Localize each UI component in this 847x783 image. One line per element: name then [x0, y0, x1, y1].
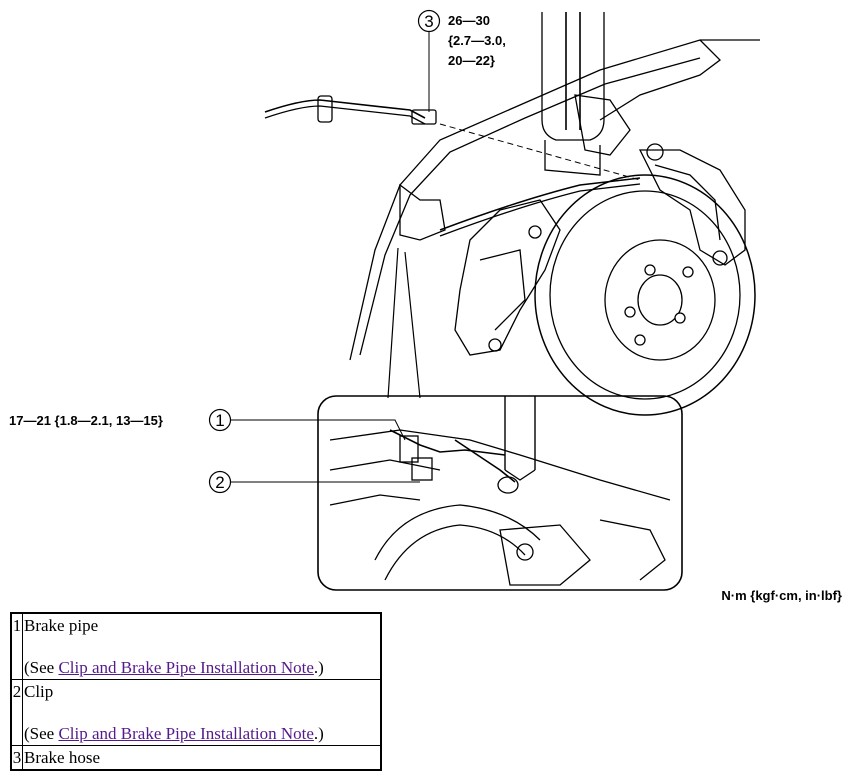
part-description: Brake pipe (See Clip and Brake Pipe Inst…: [22, 612, 382, 680]
part-name: Brake hose: [24, 748, 101, 767]
callout-2: 2: [208, 470, 232, 494]
table-row: 1 Brake pipe (See Clip and Brake Pipe In…: [10, 612, 382, 680]
callout-1-number: 1: [215, 411, 224, 430]
part-number: 1: [10, 612, 23, 680]
callout-1-torque: 17—21 {1.8—2.1, 13—15}: [9, 413, 163, 428]
part-number: 2: [10, 679, 23, 746]
table-row: 3 Brake hose: [10, 745, 382, 771]
brake-assembly-diagram: 3 26—30 {2.7—3.0, 20—22} 17—21 {1.8—2.1,…: [9, 9, 842, 603]
callout-3-torque-line-1: 26—30: [448, 13, 490, 28]
callout-3-torque-line-3: 20—22}: [448, 53, 495, 68]
callout-2-number: 2: [215, 473, 224, 492]
units-label: N·m {kgf·cm, in·lbf}: [721, 588, 842, 603]
parts-table: 1 Brake pipe (See Clip and Brake Pipe In…: [10, 612, 382, 771]
callout-3: 3 26—30 {2.7—3.0, 20—22}: [417, 9, 506, 68]
see-note: (See Clip and Brake Pipe Installation No…: [24, 724, 324, 743]
detail-inset: [231, 395, 683, 591]
suspension-illustration: [264, 12, 760, 416]
part-number: 3: [10, 745, 23, 771]
table-row: 2 Clip (See Clip and Brake Pipe Installa…: [10, 679, 382, 746]
installation-note-link[interactable]: Clip and Brake Pipe Installation Note: [58, 724, 314, 743]
installation-note-link[interactable]: Clip and Brake Pipe Installation Note: [58, 658, 314, 677]
see-note: (See Clip and Brake Pipe Installation No…: [24, 658, 324, 677]
part-description: Clip (See Clip and Brake Pipe Installati…: [22, 679, 382, 746]
part-name: Clip: [24, 682, 54, 701]
part-name: Brake pipe: [24, 616, 99, 635]
callout-3-torque-line-2: {2.7—3.0,: [448, 33, 506, 48]
callout-1: 17—21 {1.8—2.1, 13—15} 1: [9, 408, 232, 432]
callout-3-number: 3: [424, 12, 433, 31]
part-description: Brake hose: [22, 745, 382, 771]
